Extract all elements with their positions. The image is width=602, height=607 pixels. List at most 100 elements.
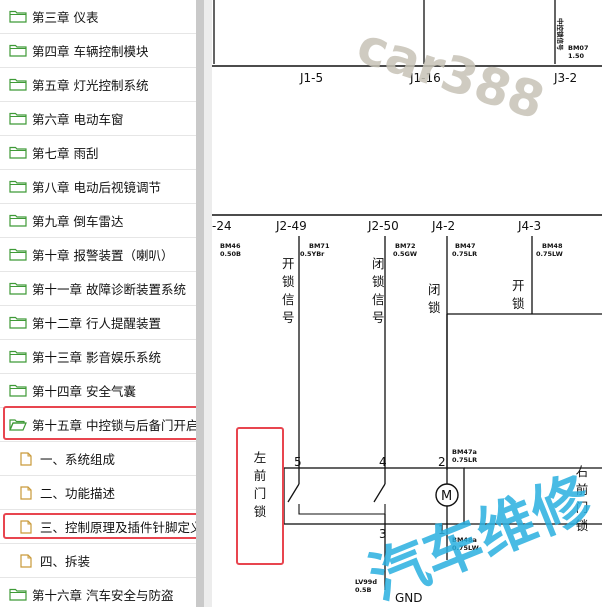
tree-item-chapter[interactable]: 第七章 雨刮 — [0, 136, 196, 170]
tree-item-label: 第三章 仪表 — [32, 10, 99, 25]
mid-connector-label: J2-50 — [367, 219, 399, 233]
wire-spec: 0.75LW — [452, 544, 479, 552]
folder-icon — [9, 180, 27, 193]
signal-label-lock: 闭锁信号 — [372, 256, 385, 325]
wire-code: BM47a — [452, 448, 477, 456]
schematic-svg: 中控锁信号 BM07 1.50 J1-5 J1-16 J3-2 -24 J2-4… — [212, 0, 602, 607]
tree-item-label: 第八章 电动后视镜调节 — [32, 180, 161, 195]
motor-label: M — [441, 489, 452, 504]
tree-item-chapter[interactable]: 第八章 电动后视镜调节 — [0, 170, 196, 204]
top-right-wire-spec: 1.50 — [568, 52, 585, 60]
tree-item-section[interactable]: 一、系统组成 — [0, 442, 196, 476]
pin-number: 4 — [379, 455, 387, 469]
folder-icon — [9, 282, 27, 295]
tree-item-label: 第十一章 故障诊断装置系统 — [32, 282, 186, 297]
wire-spec: 0.75LW — [536, 250, 563, 258]
switch-contact — [287, 483, 300, 503]
tree-item-chapter[interactable]: 第六章 电动车窗 — [0, 102, 196, 136]
tree-item-label: 四、拆装 — [40, 554, 91, 569]
mid-connector-label: -24 — [212, 219, 232, 233]
tree-item-label: 三、控制原理及插件针脚定义 — [40, 520, 196, 535]
tree-item-label: 第七章 雨刮 — [32, 146, 99, 161]
svg-text:左前门锁: 左前门锁 — [254, 450, 267, 519]
tree-item-chapter[interactable]: 第十六章 汽车安全与防盗 — [0, 578, 196, 607]
wire-code: BM47 — [455, 242, 475, 250]
lock-component-box — [283, 467, 465, 525]
top-right-wire-code: BM07 — [568, 44, 588, 52]
wire-spec: 0.75LR — [452, 456, 477, 464]
tree-item-chapter[interactable]: 第九章 倒车雷达 — [0, 204, 196, 238]
folder-icon — [9, 384, 27, 397]
wire-spec: 0.5YBr — [300, 250, 325, 258]
wire-code: LV99d — [355, 578, 377, 586]
folder-icon — [9, 316, 27, 329]
sidebar-splitter[interactable] — [196, 0, 204, 607]
folder-icon — [9, 10, 27, 23]
mid-connector-label: J4-2 — [431, 219, 455, 233]
svg-text:开锁: 开锁 — [512, 278, 525, 311]
top-connector-label: J3-2 — [553, 71, 577, 85]
folder-icon — [9, 588, 27, 601]
tree-item-label: 第十五章 中控锁与后备门开启 — [32, 418, 196, 433]
watermark-text-2: 汽车维修 — [360, 463, 602, 607]
tree-item-label: 第四章 车辆控制模块 — [32, 44, 149, 59]
wire-code: BM72 — [395, 242, 415, 250]
pin-number: 3 — [379, 527, 387, 541]
wire-code: BM46 — [220, 242, 241, 250]
folder-icon — [9, 146, 27, 159]
tree-item-section[interactable]: 二、功能描述 — [0, 476, 196, 510]
folder-icon — [9, 44, 27, 57]
tree-item-label: 一、系统组成 — [40, 452, 116, 467]
switch-common — [298, 504, 386, 515]
wire-code: BM71 — [309, 242, 330, 250]
tree-item-label: 第九章 倒车雷达 — [32, 214, 124, 229]
document-icon — [20, 451, 32, 466]
tree-item-section[interactable]: 三、控制原理及插件针脚定义 — [0, 510, 196, 544]
folder-icon — [9, 248, 27, 261]
tree-item-chapter[interactable]: 第十一章 故障诊断装置系统 — [0, 272, 196, 306]
pin-number: 1 — [438, 523, 446, 537]
switch-contact — [373, 483, 386, 503]
ground-label: GND — [395, 591, 423, 605]
wire-code: BM48 — [542, 242, 563, 250]
top-connector-label: J1-16 — [409, 71, 441, 85]
tree-item-label: 第十二章 行人提醒装置 — [32, 316, 161, 331]
svg-text:闭锁信号: 闭锁信号 — [372, 256, 385, 325]
pin-number: 2 — [438, 455, 446, 469]
folder-icon — [9, 112, 27, 125]
document-icon — [20, 485, 32, 500]
tree-item-chapter[interactable]: 第五章 灯光控制系统 — [0, 68, 196, 102]
tree-item-chapter[interactable]: 第四章 车辆控制模块 — [0, 34, 196, 68]
signal-label-unlock: 开锁信号 — [282, 256, 295, 325]
folder-icon — [9, 350, 27, 363]
top-vertical-label: 中控锁信号 — [556, 18, 565, 51]
signal-label-unlock-right: 开锁 — [512, 278, 525, 311]
tree-item-chapter[interactable]: 第十三章 影音娱乐系统 — [0, 340, 196, 374]
svg-text:开锁信号: 开锁信号 — [282, 256, 295, 325]
tree-item-chapter[interactable]: 第三章 仪表 — [0, 0, 196, 34]
wire-spec: 0.5B — [355, 586, 372, 594]
mid-connector-label: J2-49 — [275, 219, 307, 233]
folder-icon — [9, 78, 27, 91]
document-icon — [20, 519, 32, 534]
wire-spec: 0.5GW — [393, 250, 417, 258]
sidebar-splitter-track — [204, 0, 212, 607]
tree-item-chapter[interactable]: 第十二章 行人提醒装置 — [0, 306, 196, 340]
top-connector-label: J1-5 — [299, 71, 323, 85]
tree-item-chapter[interactable]: 第十章 报警装置（喇叭） — [0, 238, 196, 272]
right-lock-label: 右前门锁 — [576, 464, 589, 533]
left-lock-highlight — [236, 427, 284, 565]
pin-number: 5 — [294, 455, 302, 469]
signal-label-lock-right: 闭锁 — [428, 282, 441, 315]
watermark-text: car388 — [350, 16, 551, 131]
tree-item-section[interactable]: 四、拆装 — [0, 544, 196, 578]
svg-text:右前门锁: 右前门锁 — [576, 464, 589, 533]
tree-item-chapter[interactable]: 第十四章 安全气囊 — [0, 374, 196, 408]
tree-item-label: 第十四章 安全气囊 — [32, 384, 136, 399]
tree-item-chapter[interactable]: 第十五章 中控锁与后备门开启 — [0, 408, 196, 442]
tree-item-label: 二、功能描述 — [40, 486, 116, 501]
svg-text:闭锁: 闭锁 — [428, 282, 441, 315]
left-lock-label: 左前门锁 — [254, 450, 267, 519]
mid-connector-label: J4-3 — [517, 219, 541, 233]
wire-code: BM48a — [452, 536, 477, 544]
